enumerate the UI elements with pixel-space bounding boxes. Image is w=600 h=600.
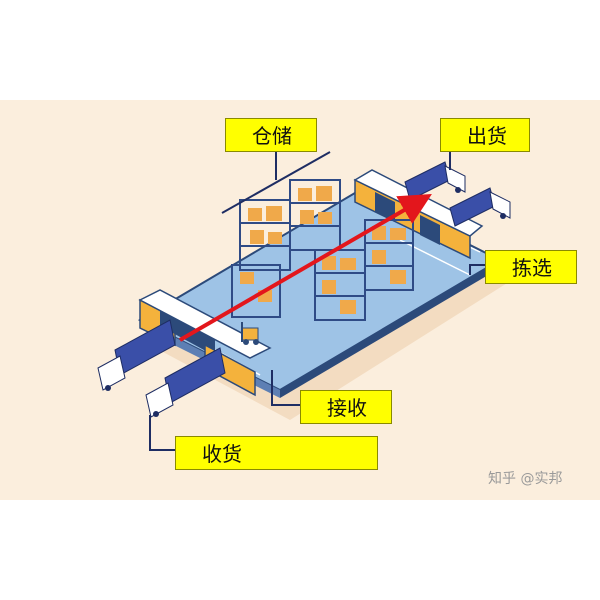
- forklift: [241, 322, 259, 345]
- receiving-truck: [145, 347, 226, 418]
- receiving-leader-line: [271, 370, 300, 406]
- shipping-dock-door: [375, 192, 395, 222]
- receiving-label: 接收: [300, 390, 392, 424]
- receiving-truck: [97, 319, 176, 391]
- flow-arrow: [178, 193, 432, 342]
- goods-receipt-leader-line: [149, 415, 175, 451]
- picking-leader-line: [469, 264, 485, 275]
- floor-side: [280, 260, 500, 398]
- storage-racks: [231, 179, 341, 318]
- picking-racks: [314, 219, 414, 321]
- receiving-dock-wall: [160, 310, 215, 356]
- picking-label: 拣选: [485, 250, 577, 284]
- storage-label: 仓储: [225, 118, 317, 152]
- storage-leader-line: [221, 151, 331, 214]
- floor-marking: [399, 239, 471, 276]
- shipping-label: 出货: [440, 118, 530, 152]
- goods-receipt-label: 收货: [175, 436, 378, 470]
- watermark: 知乎 @实邦: [488, 471, 563, 487]
- shipping-truck: [449, 187, 511, 227]
